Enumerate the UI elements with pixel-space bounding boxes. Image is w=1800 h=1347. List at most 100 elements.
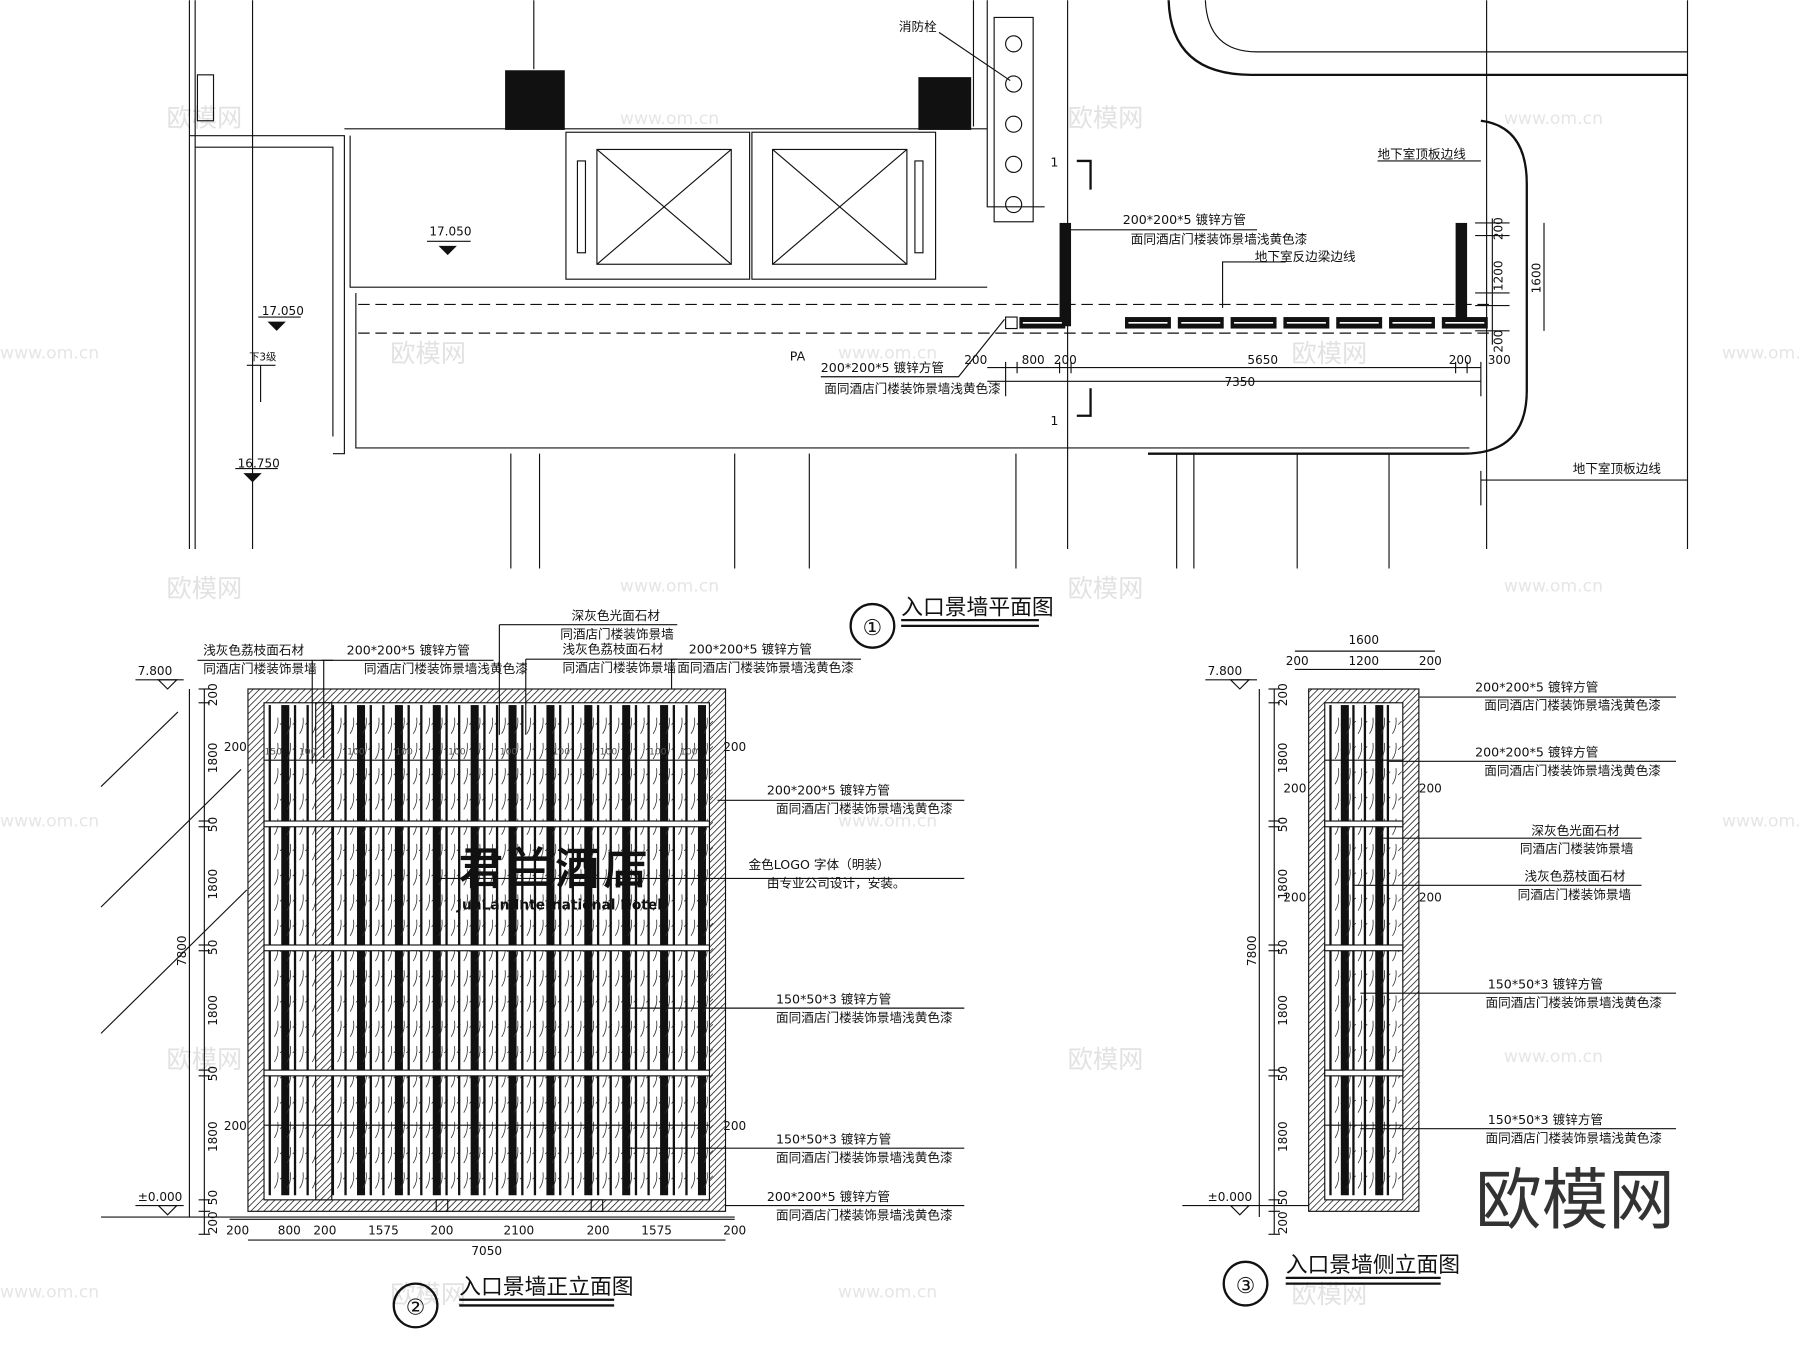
- watermark-brand: 欧模网: [166, 103, 242, 132]
- watermark-url: www.om.cn: [1504, 576, 1603, 596]
- dimension-vertical: 50: [1276, 940, 1290, 955]
- watermark-url: www.om.cn: [1722, 812, 1800, 832]
- slab-edge-label-bottom: 地下室顶板边线: [1573, 461, 1662, 476]
- horizontal-tube: [1324, 1069, 1404, 1077]
- plan-dimension-vertical: 200: [1492, 217, 1506, 240]
- callout-line-1: 浅灰色荔枝面石材: [1524, 869, 1625, 884]
- dimension-vertical: 1800: [206, 1121, 220, 1152]
- callout-line-2: 同酒店门楼装饰景墙: [1518, 887, 1632, 902]
- side-elevation: 7.800 ±0.000 200*200*5 镀锌方管面同酒店门楼装饰景墙浅黄色…: [1182, 633, 1677, 1307]
- dimension-vertical: 1800: [206, 869, 220, 900]
- plan-dimension-vertical: 1200: [1492, 260, 1506, 291]
- dimension-vertical: 200: [206, 683, 220, 706]
- callout-line-2: 面同酒店门楼装饰景墙浅黄色漆: [776, 1010, 953, 1025]
- stone-texture: [1392, 1172, 1402, 1189]
- dimension-vertical: 50: [206, 940, 220, 955]
- step-label: 下3级: [249, 352, 276, 364]
- dimension-top: 1200: [1348, 654, 1379, 668]
- callout-line-2: 同酒店门楼装饰景墙: [563, 660, 677, 675]
- horizontal-tube: [263, 820, 711, 828]
- plan-dimension: 800: [1022, 353, 1045, 367]
- pipe-finish-right: 面同酒店门楼装饰景墙浅黄色漆: [1131, 232, 1308, 247]
- elevation-marker-bottom: ±0.000: [1182, 1190, 1309, 1216]
- callout-line-2: 同酒店门楼装饰景墙: [560, 626, 674, 641]
- plan-dimension: 200: [1449, 353, 1472, 367]
- plan-dimension: 200: [1054, 353, 1077, 367]
- watermark-url: www.om.cn: [620, 109, 719, 129]
- plan-title: 入口景墙平面图: [901, 595, 1054, 620]
- callout-line-1: 200*200*5 镀锌方管: [347, 643, 470, 658]
- callout-line-2: 面同酒店门楼装饰景墙浅黄色漆: [776, 1150, 953, 1165]
- dimension-vertical: 1800: [206, 743, 220, 774]
- dimension-vertical: 1800: [1276, 869, 1290, 900]
- dimension-side: 200: [723, 740, 746, 754]
- dimension-horizontal-total: 7050: [471, 1244, 502, 1258]
- dimension-horizontal: 200: [313, 1223, 336, 1237]
- leader-line: [670, 658, 861, 689]
- pa-label: PA: [790, 349, 806, 364]
- horizontal-tube: [263, 944, 711, 952]
- base-block: [590, 1199, 604, 1212]
- horizontal-tube: [1324, 944, 1404, 952]
- stone-texture: [1392, 1045, 1402, 1063]
- watermark-url: www.om.cn: [0, 812, 99, 832]
- dimension-vertical-total: 7800: [1245, 935, 1259, 966]
- hotel-logo-cn: 君兰酒店: [459, 845, 652, 895]
- elevation-marker: 16.750: [235, 456, 280, 483]
- stone-texture: [703, 843, 714, 861]
- pipe-spec-right: 200*200*5 镀锌方管: [1123, 212, 1246, 227]
- stone-texture: [1392, 1096, 1402, 1113]
- dimension-strip: 100: [600, 746, 618, 757]
- stone-texture: [703, 1020, 714, 1038]
- stone-texture: [703, 970, 714, 987]
- stone-texture: [703, 742, 714, 760]
- dimension-strip: 100: [553, 746, 571, 757]
- watermark-url: www.om.cn: [620, 576, 719, 596]
- dimension-side: 200: [224, 1119, 247, 1133]
- stone-texture: [1392, 995, 1402, 1012]
- watermark-url: www.om.cn: [838, 343, 937, 363]
- svg-text:17.050: 17.050: [429, 225, 471, 239]
- dimension-side: 200: [224, 740, 247, 754]
- stone-texture: [1392, 793, 1402, 810]
- stone-texture: [703, 995, 714, 1012]
- plan-dimension: 200: [964, 353, 987, 367]
- callout-line-1: 150*50*3 镀锌方管: [776, 1132, 891, 1147]
- horizontal-tube: [263, 1069, 711, 1077]
- plan-number: ①: [863, 616, 883, 641]
- plan-view: 消防栓 地下室顶板边线 地下室顶板边线 1 1 200*200*5 镀锌方管 面…: [188, 0, 1689, 649]
- callout-line-1: 200*200*5 镀锌方管: [1475, 745, 1598, 760]
- dimension-top-total: 1600: [1348, 633, 1379, 647]
- dimension-side: 200: [1283, 890, 1306, 904]
- dimension-strip: 100: [395, 746, 413, 757]
- callout-line-2: 面同酒店门楼装饰景墙浅黄色漆: [1485, 1130, 1662, 1145]
- callout-line-2: 面同酒店门楼装饰景墙浅黄色漆: [1484, 763, 1661, 778]
- svg-text:16.750: 16.750: [238, 456, 280, 470]
- dimension-vertical: 1800: [1276, 743, 1290, 774]
- stone-texture: [703, 1096, 714, 1113]
- stone-texture: [703, 768, 714, 785]
- dimension-vertical: 50: [1276, 1190, 1290, 1205]
- side-number: ③: [1236, 1274, 1256, 1299]
- callout-line-2: 面同酒店门楼装饰景墙浅黄色漆: [776, 1207, 953, 1222]
- stone-texture: [1392, 970, 1402, 987]
- dimension-horizontal: 1575: [368, 1223, 399, 1237]
- watermark-brand: 欧模网: [1291, 339, 1367, 368]
- svg-text:±0.000: ±0.000: [1208, 1190, 1253, 1204]
- elevation-marker-top: 7.800: [1205, 664, 1258, 690]
- watermark-url: www.om.cn: [0, 1282, 99, 1302]
- dimension-vertical: 200: [1276, 683, 1290, 706]
- callout-line-1: 150*50*3 镀锌方管: [1488, 1112, 1603, 1127]
- callout-line-1: 150*50*3 镀锌方管: [1488, 977, 1603, 992]
- dimension-strip: 100: [680, 746, 698, 757]
- callout-line-2: 面同酒店门楼装饰景墙浅黄色漆: [776, 801, 953, 816]
- elevation-marker-bottom: ±0.000: [135, 1190, 184, 1216]
- svg-text:7.800: 7.800: [1208, 664, 1243, 678]
- horizontal-tube: [1324, 820, 1404, 828]
- watermark-url: www.om.cn: [1504, 109, 1603, 129]
- dimension-horizontal: 1575: [641, 1223, 672, 1237]
- dimension-vertical: 50: [1276, 817, 1290, 832]
- dimension-vertical: 1800: [206, 995, 220, 1026]
- watermark-url: www.om.cn: [838, 1282, 937, 1302]
